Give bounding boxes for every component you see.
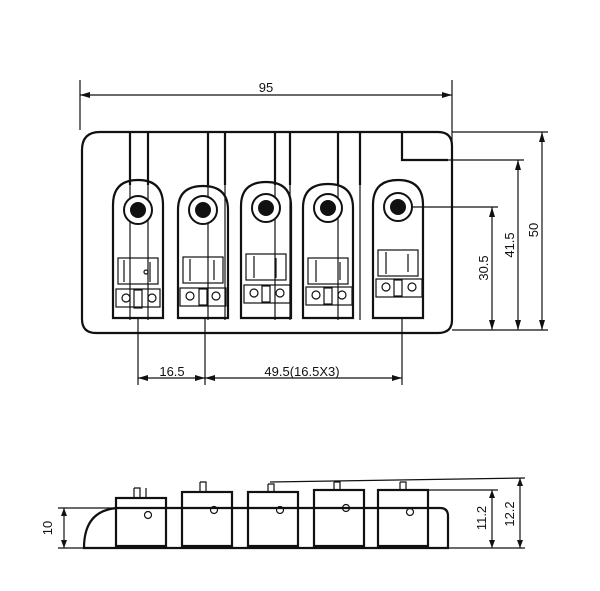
saddle-1 — [111, 178, 165, 320]
dim-saddle-high: 12.2 — [502, 478, 523, 548]
dim-saddle-low-label: 11.2 — [474, 506, 489, 530]
side-view: 10 11.2 12.2 — [40, 477, 526, 550]
string-hole — [195, 202, 211, 218]
side-saddle-3 — [246, 483, 300, 548]
dim-base-height-label: 10 — [40, 521, 55, 535]
dim-slot-height-label: 41.5 — [502, 232, 517, 257]
top-view: 95 30.5 41.5 50 16.5 49.5(16.5X3) — [79, 80, 548, 385]
dim-saddle-low: 11.2 — [428, 489, 525, 549]
dim-spacing-rest-label: 49.5(16.5X3) — [264, 364, 339, 379]
dim-hole-height-label: 30.5 — [476, 255, 491, 280]
side-saddle-2 — [180, 481, 234, 548]
side-saddle-5 — [376, 481, 430, 548]
saddle-2 — [176, 184, 230, 320]
string-hole — [130, 202, 146, 218]
saddle-5 — [371, 178, 425, 320]
bridge-body-outline — [80, 130, 454, 335]
top-reference-line — [269, 477, 526, 483]
string-hole — [258, 200, 274, 216]
dim-overall-width: 95 — [79, 80, 453, 160]
dim-slot-height: 41.5 — [448, 159, 524, 330]
dim-hole-height: 30.5 — [412, 206, 498, 330]
string-hole — [390, 199, 406, 215]
saddle-3 — [239, 180, 293, 320]
dim-saddle-high-label: 12.2 — [502, 501, 517, 526]
side-saddle-1 — [114, 487, 168, 548]
dim-overall-depth-label: 50 — [526, 223, 541, 237]
side-saddle-4 — [312, 481, 366, 548]
base-plate — [82, 506, 450, 550]
dim-string-spacing: 16.5 49.5(16.5X3) — [137, 318, 403, 385]
dim-spacing-first-label: 16.5 — [159, 364, 184, 379]
string-hole — [320, 200, 336, 216]
dim-overall-width-label: 95 — [259, 80, 273, 95]
saddle-4 — [301, 182, 355, 320]
dim-base-height: 10 — [40, 507, 118, 549]
dim-overall-depth: 50 — [452, 131, 548, 331]
